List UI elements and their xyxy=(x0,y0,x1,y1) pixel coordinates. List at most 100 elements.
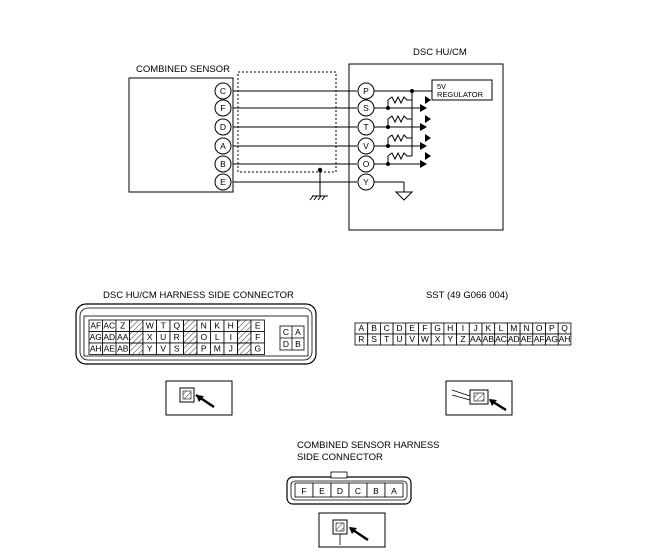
signal-arrow-icons xyxy=(420,96,431,168)
sst-pin-label: C xyxy=(384,323,390,333)
sst-pin-label: V xyxy=(409,334,415,344)
sensor-pin-label: C xyxy=(355,486,361,496)
sst-pin-label: H xyxy=(447,323,453,333)
sensor-connector-title-1: COMBINED SENSOR HARNESS xyxy=(297,440,440,451)
dsc-pin-label: H xyxy=(228,321,234,331)
sst-title: SST (49 G066 004) xyxy=(426,290,508,301)
dsc-junction-dots xyxy=(386,89,414,166)
dsc-pin-label: AH xyxy=(90,344,102,354)
dsc-pin-label: Q xyxy=(173,321,180,331)
dsc-pin-label: K xyxy=(214,321,220,331)
sst-pin-label: AH xyxy=(559,334,571,344)
dsc-pin-label: X xyxy=(147,332,153,342)
combined-sensor-box xyxy=(128,77,234,193)
sst-pin-label: Z xyxy=(460,334,465,344)
dsc-pin-label: S xyxy=(174,344,180,354)
dsc-pin-label: E xyxy=(255,321,261,331)
dsc-pin: T xyxy=(357,118,375,136)
dsc-pin-cell xyxy=(237,319,252,332)
sst-pin-label: AD xyxy=(508,334,520,344)
dsc-pin-cell xyxy=(237,342,252,355)
dsc-pin-label: V xyxy=(160,344,166,354)
sensor-connector-title-2: SIDE CONNECTOR xyxy=(297,452,383,463)
sst-pin-label: E xyxy=(409,323,415,333)
sst-pin-label: N xyxy=(523,323,529,333)
sst-pin-label: Q xyxy=(561,323,568,333)
svg-text:S: S xyxy=(363,103,369,113)
dsc-pin-label: P xyxy=(201,344,207,354)
dsc-pin-cell xyxy=(250,342,265,355)
sst-pin-cell xyxy=(557,333,572,346)
dsc-pin-label: J xyxy=(229,344,233,354)
sensor-pin-label: E xyxy=(319,486,325,496)
combined-sensor-label: COMBINED SENSOR xyxy=(136,64,230,75)
dsc-pin-cell xyxy=(183,342,198,355)
sst-pin-label: W xyxy=(421,334,429,344)
sst-pin-label: F xyxy=(422,323,427,333)
dsc-pin-label: AA xyxy=(117,332,129,342)
sst-pin-label: S xyxy=(371,334,377,344)
sst-pin-label: A xyxy=(359,323,365,333)
dsc-side-pin: A xyxy=(295,327,301,337)
dsc-pin-cell xyxy=(129,342,144,355)
sst-pin-label: J xyxy=(474,323,478,333)
dsc-pin: O xyxy=(357,155,375,173)
sensor-pin-label: D xyxy=(337,486,343,496)
sst-pin-label: X xyxy=(435,334,441,344)
svg-text:F: F xyxy=(220,103,225,113)
sensor-pin: B xyxy=(214,155,232,173)
sensor-pin-label: B xyxy=(373,486,379,496)
sst-pin-label: AF xyxy=(534,334,545,344)
wires xyxy=(233,90,357,196)
sensor-pin: D xyxy=(214,118,232,136)
dsc-pin-cell xyxy=(183,331,198,344)
dsc-pin-label: F xyxy=(255,332,260,342)
sst-pin-label: AC xyxy=(495,334,507,344)
svg-text:D: D xyxy=(220,122,226,132)
sensor-pins: C F D A B E xyxy=(214,82,232,191)
svg-text:P: P xyxy=(363,86,369,96)
dsc-pin-cell xyxy=(183,319,198,332)
sst-pin-label: T xyxy=(384,334,389,344)
connector-view-icon xyxy=(165,380,233,416)
sst-pin-label: AE xyxy=(521,334,533,344)
sensor-pin: C xyxy=(214,82,232,100)
dsc-pin-cell xyxy=(129,319,144,332)
dsc-pin-label: Z xyxy=(120,321,125,331)
sst-pin-label: R xyxy=(358,334,364,344)
dsc-label: DSC HU/CM xyxy=(413,47,467,58)
dsc-side-pin: C xyxy=(283,327,289,337)
dsc-pin: V xyxy=(357,137,375,155)
dsc-internal-circuit xyxy=(374,90,432,192)
dsc-side-pin: B xyxy=(295,339,301,349)
sst-pin-label: AG xyxy=(546,334,558,344)
dsc-pin-cell xyxy=(237,331,252,344)
sst-pin-label: P xyxy=(549,323,555,333)
sst-pin-label: O xyxy=(536,323,543,333)
dsc-pin-label: O xyxy=(200,332,207,342)
shield-junction xyxy=(317,167,323,173)
dsc-pin: P xyxy=(357,82,375,100)
dsc-pin-label: AG xyxy=(90,332,102,342)
sst-pin-label: B xyxy=(371,323,377,333)
dsc-pin-label: Y xyxy=(147,344,153,354)
dsc-pin-label: U xyxy=(160,332,166,342)
dsc-pin-label: AD xyxy=(103,332,115,342)
dsc-pin-label: M xyxy=(214,344,221,354)
dsc-pin-label: I xyxy=(230,332,232,342)
svg-text:E: E xyxy=(220,177,226,187)
sst-pin-label: K xyxy=(486,323,492,333)
sst-pin-label: AA xyxy=(470,334,482,344)
sensor-pin: E xyxy=(214,173,232,191)
dsc-side-pin: D xyxy=(283,339,289,349)
sst-pin-label: U xyxy=(396,334,402,344)
sst-pin-label: L xyxy=(499,323,504,333)
dsc-box xyxy=(348,63,504,231)
dsc-connector-side-block: C A D B xyxy=(279,325,305,351)
regulator-label-2: REGULATOR xyxy=(437,90,484,99)
sst-pin-label: D xyxy=(396,323,402,333)
sensor-pin-label: F xyxy=(301,486,306,496)
